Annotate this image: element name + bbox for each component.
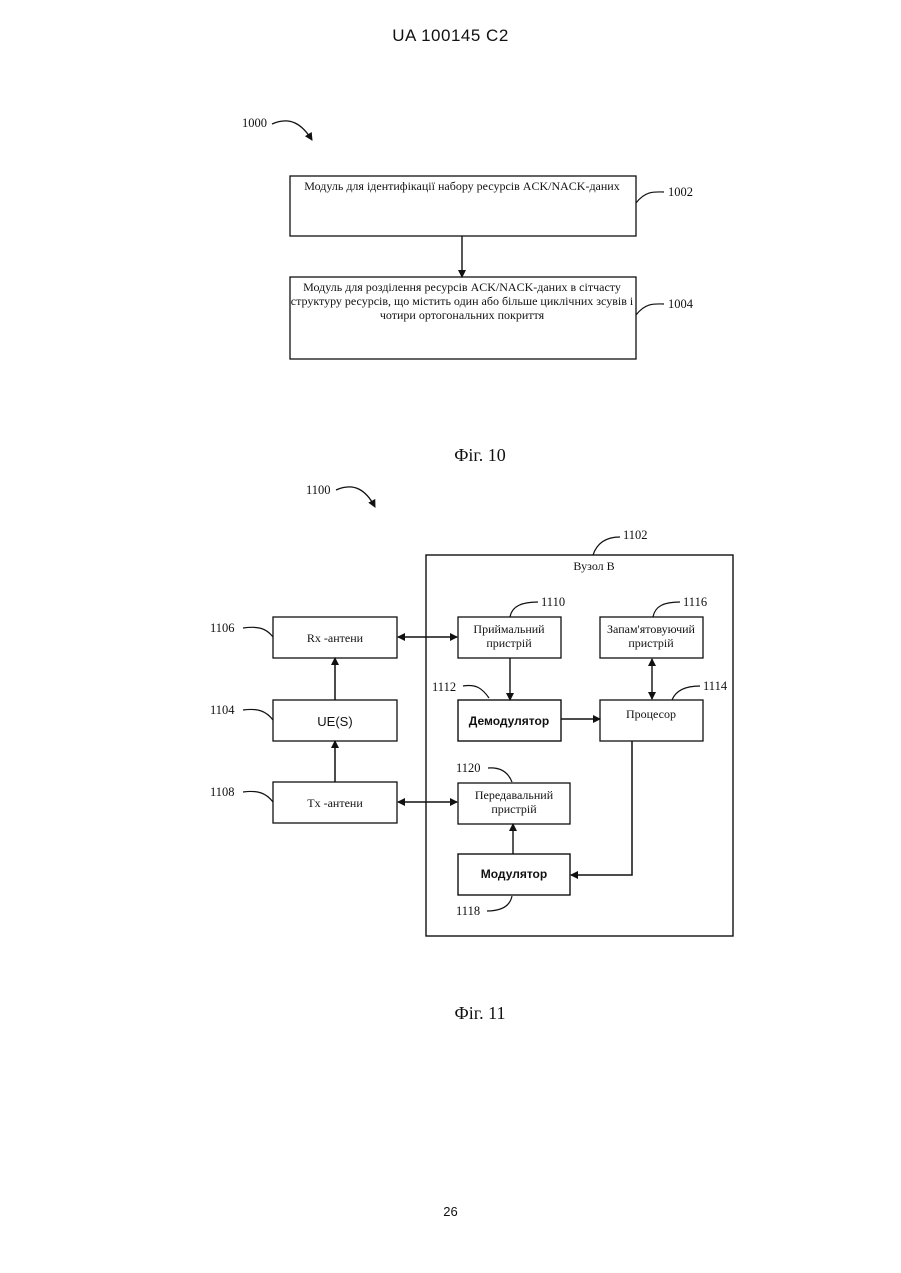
fig11-ref-arrow <box>336 487 375 507</box>
modulator-leader <box>487 896 512 911</box>
fig10-box-identify-text: Модуль для ідентифікації набору ресурсів… <box>304 179 619 193</box>
processor-to-modulator-arrow <box>571 741 632 875</box>
processor-ref: 1114 <box>703 679 728 693</box>
tx-antennas-label: Tx -антени <box>307 796 363 810</box>
node-b-ref: 1102 <box>623 528 648 542</box>
fig10-caption: Фіг. 10 <box>0 445 901 466</box>
tx-antennas-leader <box>243 791 273 802</box>
receiver-label-line2: пристрій <box>486 636 532 650</box>
memory-label-line2: пристрій <box>628 636 674 650</box>
fig11-caption: Фіг. 11 <box>0 1003 901 1024</box>
node-b-leader <box>593 537 620 555</box>
demodulator-label: Демодулятор <box>469 714 549 728</box>
node-b-label: Вузол B <box>573 559 614 573</box>
fig10-box-split-line3: чотири ортогональних покриття <box>380 308 545 322</box>
processor-label: Процесор <box>626 707 676 721</box>
demodulator-ref: 1112 <box>432 680 456 694</box>
memory-label-line1: Запам'ятовуючий <box>607 622 696 636</box>
receiver-leader <box>510 602 538 617</box>
node-b-container <box>426 555 733 936</box>
rx-antennas-leader <box>243 627 273 637</box>
fig10-diagram: 1000 Модуль для ідентифікації набору рес… <box>242 116 694 359</box>
receiver-ref: 1110 <box>541 595 565 609</box>
rx-antennas-label: Rx -антени <box>307 631 364 645</box>
processor-leader <box>672 686 700 700</box>
transmitter-leader <box>488 768 512 782</box>
fig10-box-split-line2: структуру ресурсів, що містить один або … <box>291 294 634 308</box>
fig10-box2-leader <box>636 304 664 315</box>
fig10-box-split-line1: Модуль для розділення ресурсів ACK/NACK-… <box>303 280 621 294</box>
transmitter-ref: 1120 <box>456 761 481 775</box>
fig10-box1-ref: 1002 <box>668 185 693 199</box>
modulator-ref: 1118 <box>456 904 480 918</box>
ue-ref: 1104 <box>210 703 235 717</box>
fig10-box2-ref: 1004 <box>668 297 694 311</box>
modulator-label: Модулятор <box>481 867 547 881</box>
rx-antennas-ref: 1106 <box>210 621 235 635</box>
receiver-label-line1: Приймальний <box>473 622 545 636</box>
memory-leader <box>653 602 680 617</box>
fig11-ref-label: 1100 <box>306 483 331 497</box>
ue-label: UE(S) <box>317 714 352 729</box>
transmitter-label-line2: пристрій <box>491 802 537 816</box>
transmitter-label-line1: Передавальний <box>475 788 554 802</box>
fig10-ref-label: 1000 <box>242 116 267 130</box>
tx-antennas-ref: 1108 <box>210 785 235 799</box>
page-number: 26 <box>0 1204 901 1219</box>
fig11-diagram: 1100 Вузол B 1102 Rx -антени 1106 UE(S) … <box>210 483 733 936</box>
fig10-ref-arrow <box>272 121 312 140</box>
demodulator-leader <box>463 686 489 699</box>
fig10-box1-leader <box>636 192 664 203</box>
memory-ref: 1116 <box>683 595 707 609</box>
ue-leader <box>243 709 273 720</box>
